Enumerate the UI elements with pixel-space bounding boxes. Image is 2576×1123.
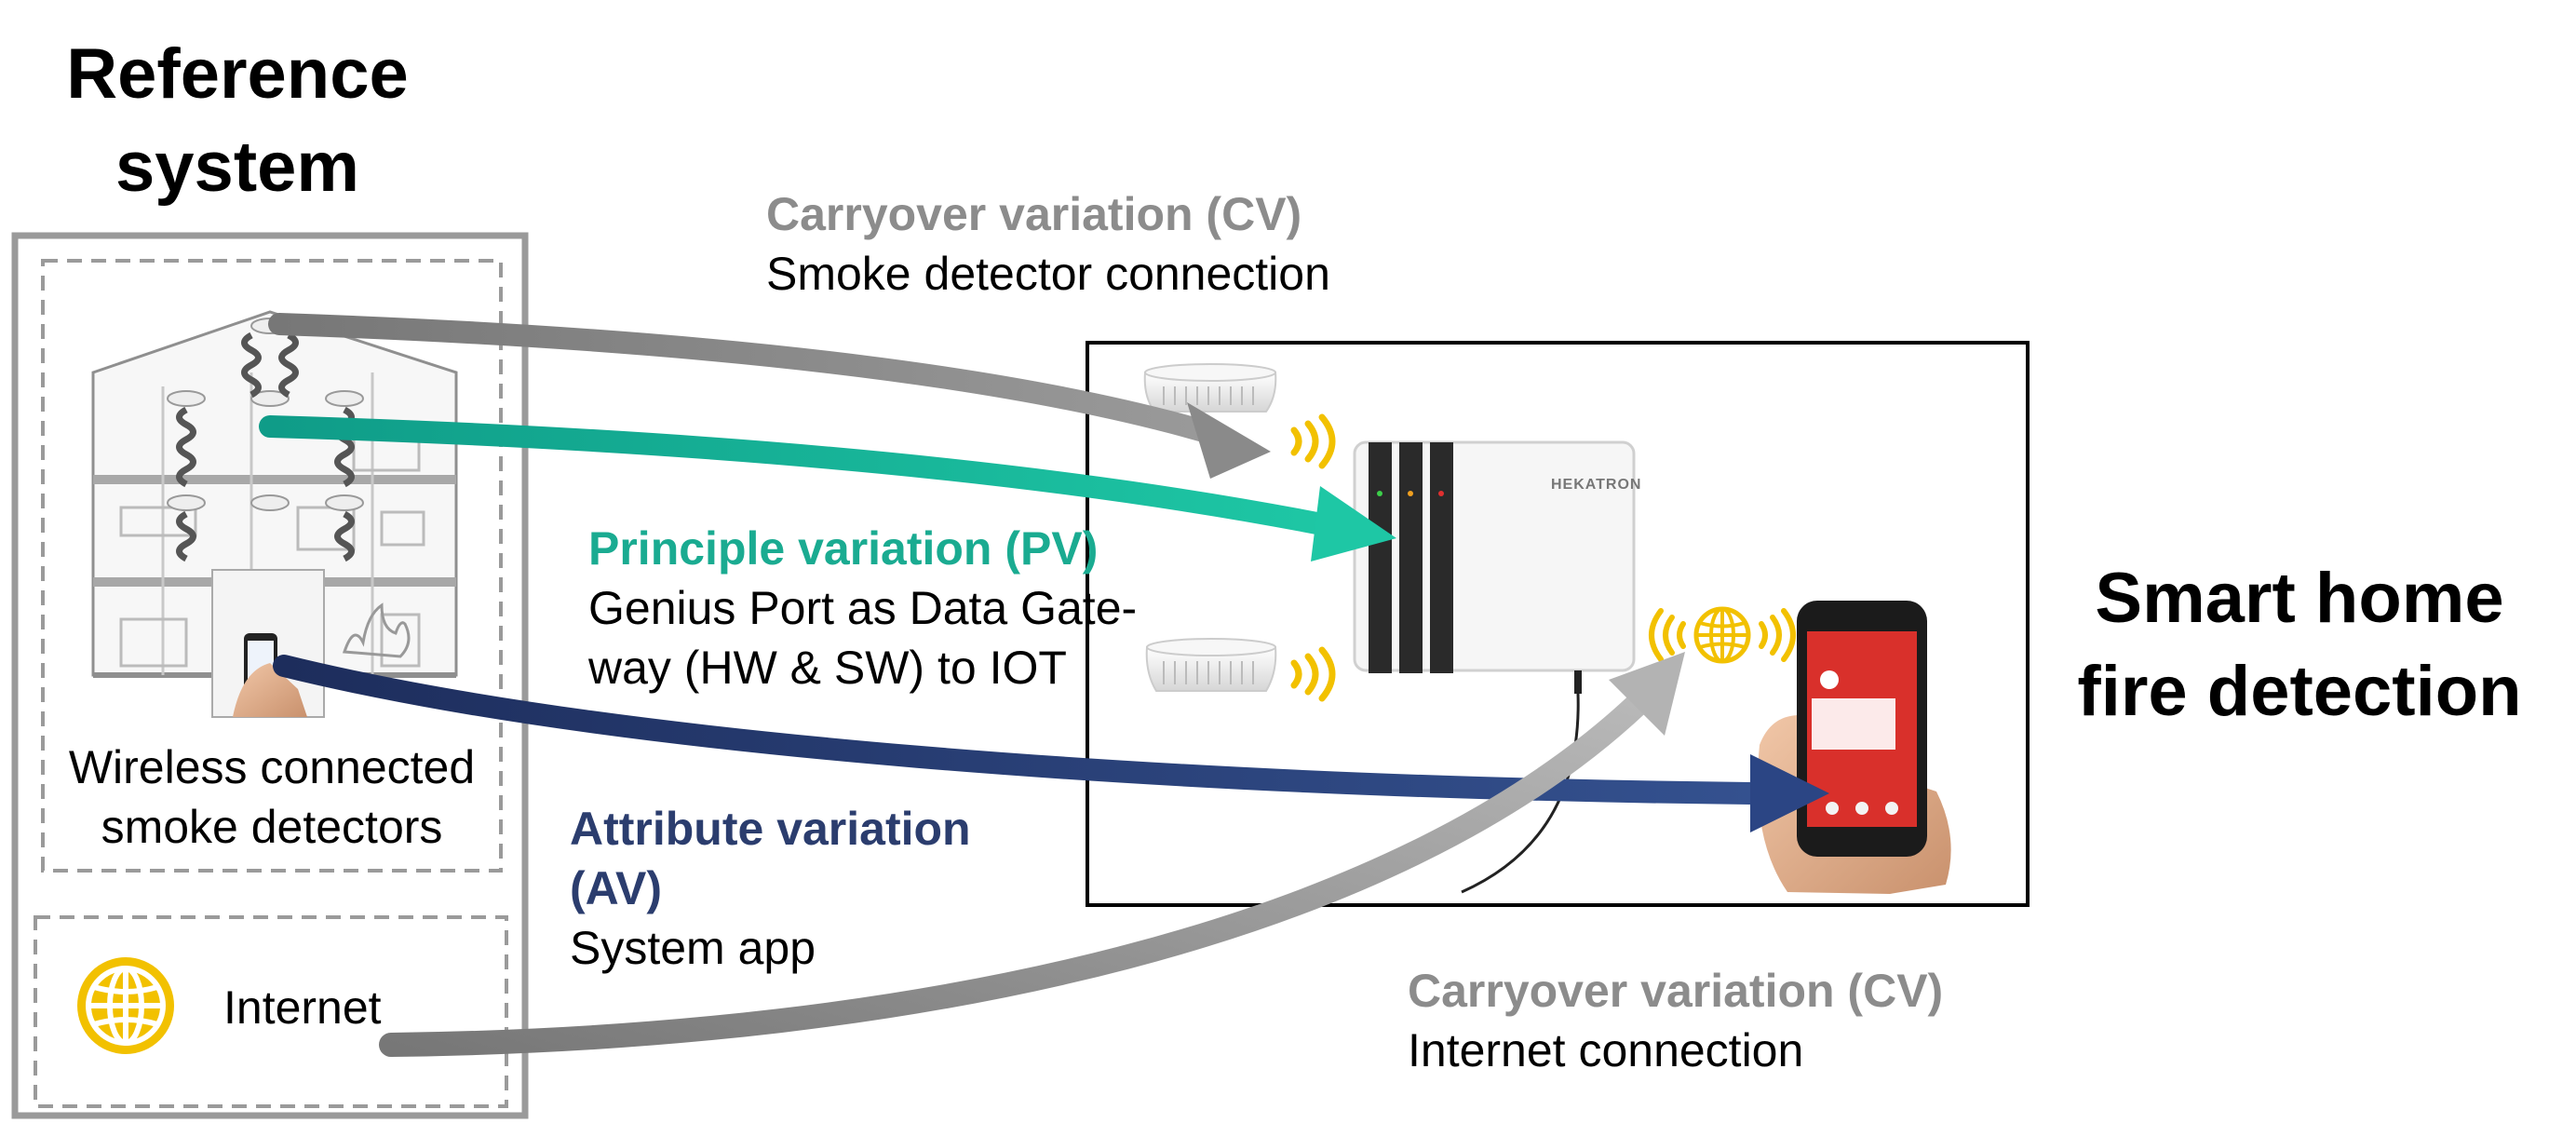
av-label: Attribute variation (AV) System app	[570, 799, 971, 978]
av-body: System app	[570, 922, 816, 974]
detectors-group-frame	[41, 259, 503, 873]
smart-home-title: Smart home fire detection	[2039, 552, 2560, 738]
wifi-signal-icon	[1290, 646, 1336, 702]
wifi-signal-icon	[1290, 413, 1336, 469]
cv-bottom-title: Carryover variation (CV)	[1408, 965, 1944, 1017]
av-app-arrow	[273, 655, 1761, 805]
detectors-caption-line2: smoke detectors	[101, 801, 443, 853]
pv-title: Principle variation (PV)	[588, 522, 1099, 575]
house-smartphone-icon	[211, 569, 325, 718]
smart-home-title-line1: Smart home	[2095, 559, 2504, 638]
globe-icon	[77, 957, 174, 1054]
cv-bottom-body: Internet connection	[1408, 1024, 1804, 1076]
smoke-detector-icon-bottom	[1145, 638, 1277, 692]
target-system-frame	[1086, 341, 2030, 907]
cv-internet-arrow	[379, 691, 1651, 1057]
reference-title-line1: Reference	[66, 34, 409, 114]
smoke-detector-icon-top	[1143, 363, 1277, 413]
cv-bottom-label: Carryover variation (CV) Internet connec…	[1408, 961, 1943, 1080]
cv-smoke-detector-arrowhead	[1187, 402, 1271, 479]
detectors-caption-line1: Wireless connected	[68, 741, 476, 793]
cv-internet-arrowhead	[1609, 652, 1685, 736]
cv-top-title: Carryover variation (CV)	[766, 188, 1302, 240]
reference-title-line2: system	[115, 128, 359, 207]
av-app-arrowhead	[1750, 754, 1829, 832]
gateway-icon	[1353, 440, 1636, 894]
smartphone-icon	[1758, 601, 1951, 894]
reference-system-frame	[11, 232, 529, 1119]
pv-gateway-arrow	[259, 415, 1342, 537]
pv-body-line1: Genius Port as Data Gate-	[588, 582, 1138, 634]
cv-top-label: Carryover variation (CV) Smoke detector …	[766, 184, 1330, 304]
pv-body-line2: way (HW & SW) to IOT	[588, 642, 1067, 694]
smart-home-title-line2: fire detection	[2077, 652, 2522, 731]
cv-smoke-detector-arrow	[268, 313, 1231, 447]
fire-icon	[342, 602, 411, 658]
av-title-line1: Attribute variation	[570, 803, 971, 855]
gateway-brand: HEKATRON	[1551, 477, 1642, 493]
pv-label: Principle variation (PV) Genius Port as …	[588, 519, 1137, 697]
internet-group-frame	[34, 915, 508, 1108]
pv-gateway-arrowhead	[1311, 486, 1396, 562]
detectors-caption: Wireless connected smoke detectors	[43, 737, 501, 857]
cv-top-body: Smoke detector connection	[766, 248, 1330, 300]
internet-label: Internet	[223, 981, 382, 1034]
reference-system-title: Reference system	[19, 28, 456, 214]
globe-icon	[1693, 606, 1751, 664]
av-title-line2: (AV)	[570, 862, 663, 914]
wifi-signal-icon	[1649, 608, 1796, 662]
